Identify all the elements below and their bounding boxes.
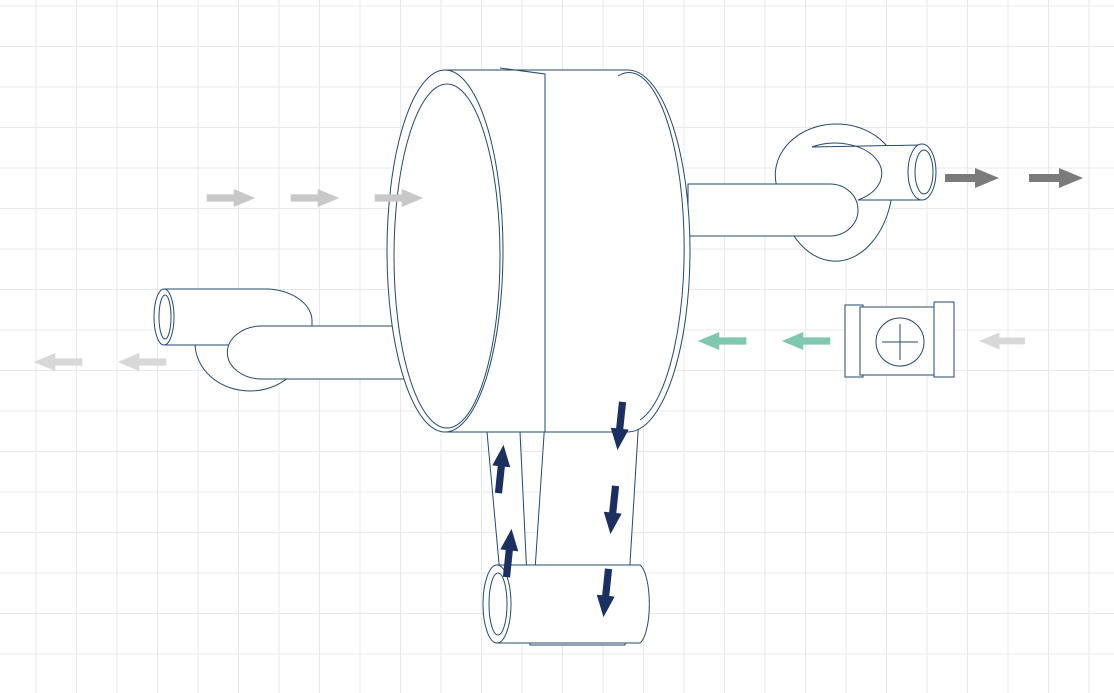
drum-front-face bbox=[386, 69, 504, 433]
flow-arrow-upper-outlet-right bbox=[1029, 168, 1083, 188]
drum-right-rim bbox=[617, 71, 685, 421]
flow-arrow-inlet-right bbox=[290, 189, 340, 207]
valve-right-flange bbox=[933, 301, 955, 378]
bottom-roller bbox=[482, 564, 650, 644]
upper-pipe-opening-inner bbox=[914, 149, 934, 195]
roller-body bbox=[497, 564, 650, 644]
flow-arrow-valve-inlet-left bbox=[979, 332, 1025, 350]
upper-pipe-main-run bbox=[687, 183, 859, 237]
lower-pipe-opening-inner bbox=[158, 294, 172, 340]
drum-front-rim bbox=[393, 83, 501, 429]
upper-right-pipe bbox=[687, 123, 937, 262]
drum-shell bbox=[444, 69, 691, 433]
lower-left-pipe bbox=[153, 288, 441, 392]
roller-left-end-inner bbox=[488, 572, 508, 636]
flow-arrow-inlet-right bbox=[206, 189, 256, 207]
flow-arrow-lower-outlet-left bbox=[33, 353, 83, 371]
valve bbox=[844, 301, 955, 378]
drum bbox=[386, 67, 691, 433]
upper-pipe-upper-run bbox=[811, 142, 921, 201]
lower-pipe-main-run bbox=[226, 325, 441, 380]
drum-hub-seam bbox=[499, 67, 546, 432]
flow-arrow-lower-outlet-left bbox=[117, 353, 167, 371]
flow-arrow-valve-to-drum-left bbox=[697, 332, 747, 350]
flow-arrow-upper-outlet-right bbox=[945, 168, 999, 188]
